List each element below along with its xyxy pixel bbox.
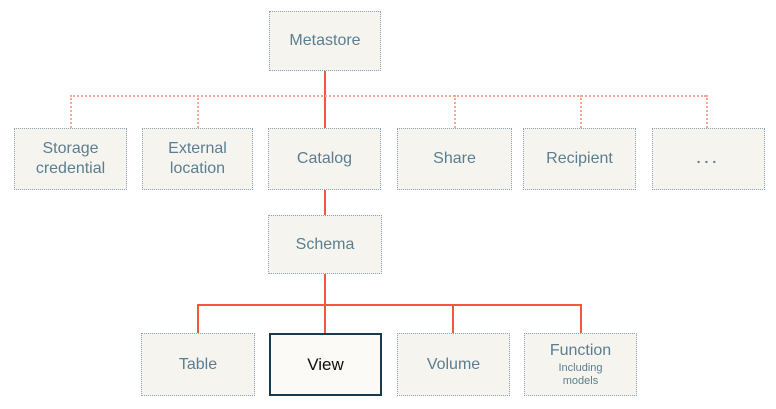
node-external-location-label: External location — [168, 140, 227, 177]
connector-metastore-catalog — [324, 71, 326, 128]
node-more: ... — [652, 128, 765, 190]
node-table: Table — [141, 333, 255, 396]
node-function: Function Including models — [524, 333, 637, 396]
node-metastore-label: Metastore — [289, 32, 361, 49]
connector-stub-view — [324, 304, 326, 333]
connector-solid-bus — [198, 304, 582, 306]
node-metastore: Metastore — [269, 11, 381, 71]
connector-stub-external-location — [197, 95, 199, 128]
node-recipient: Recipient — [523, 128, 636, 190]
connector-catalog-schema — [324, 190, 326, 215]
node-share-label: Share — [433, 150, 476, 167]
connector-schema-bus — [324, 274, 326, 304]
connector-stub-share — [454, 95, 456, 128]
node-volume: Volume — [397, 333, 510, 396]
connector-stub-recipient — [580, 95, 582, 128]
node-recipient-label: Recipient — [546, 150, 613, 167]
node-volume-label: Volume — [426, 355, 481, 373]
connector-stub-table — [197, 304, 199, 333]
node-storage-credential: Storage credential — [14, 128, 127, 190]
node-view: View — [269, 333, 382, 396]
node-catalog-label: Catalog — [296, 150, 353, 167]
node-function-sublabel: Including models — [558, 361, 603, 387]
node-more-label: ... — [696, 150, 721, 167]
node-schema: Schema — [268, 215, 382, 274]
connector-stub-volume — [452, 304, 454, 333]
node-table-label: Table — [178, 355, 218, 373]
node-function-label: Function — [549, 341, 612, 359]
connector-stub-more — [706, 95, 708, 128]
node-view-label: View — [307, 354, 344, 374]
node-catalog: Catalog — [268, 128, 381, 190]
connector-dotted-bus — [70, 95, 706, 97]
node-storage-credential-label: Storage credential — [35, 140, 106, 177]
connector-stub-storage-credential — [70, 95, 72, 128]
connector-stub-function — [580, 304, 582, 333]
node-external-location: External location — [142, 128, 253, 190]
node-share: Share — [397, 128, 512, 190]
node-schema-label: Schema — [295, 235, 355, 253]
